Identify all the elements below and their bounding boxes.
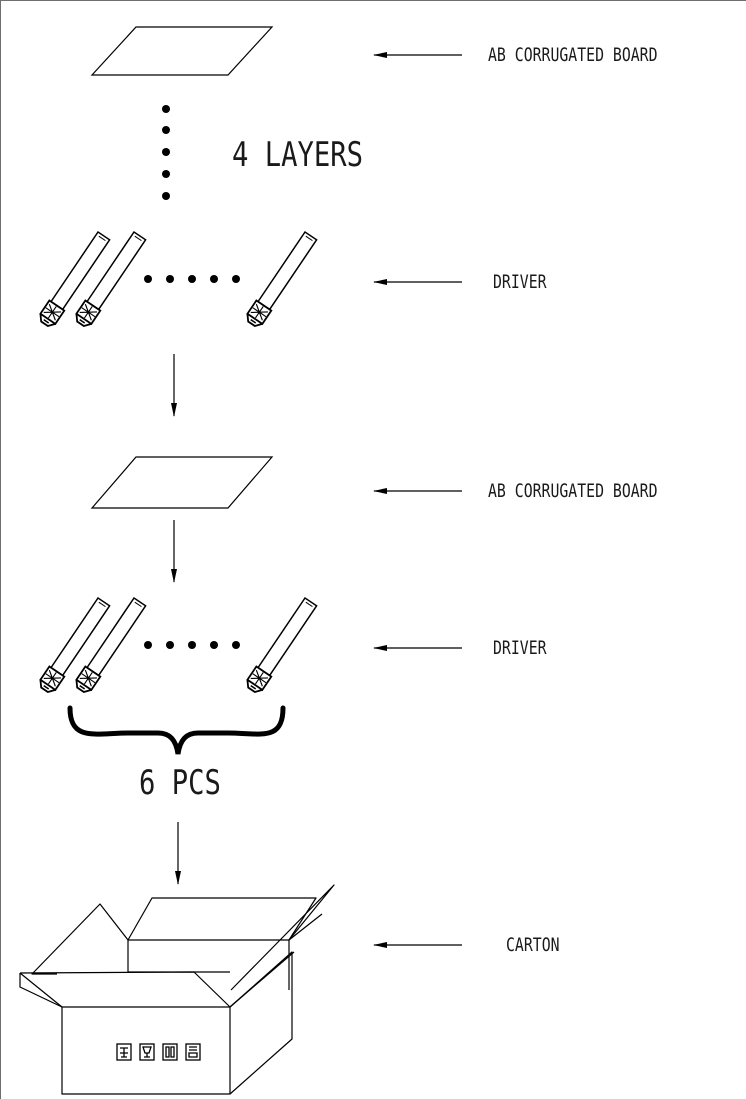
handling-symbol-icon bbox=[162, 1043, 178, 1061]
label-carton: CARTON bbox=[506, 934, 560, 956]
carton-box-icon bbox=[19, 884, 335, 1095]
handling-symbol-icon bbox=[185, 1043, 201, 1061]
driver-icon bbox=[36, 229, 113, 330]
handling-symbol-icon bbox=[116, 1043, 132, 1061]
label-layers: 4 LAYERS bbox=[232, 135, 364, 175]
label-driver-top: DRIVER bbox=[493, 271, 547, 293]
driver-icon bbox=[243, 229, 320, 330]
driver-icon bbox=[72, 595, 149, 696]
driver-row-top bbox=[36, 229, 320, 330]
corrugated-board-middle bbox=[90, 456, 274, 509]
driver-icon bbox=[36, 595, 113, 696]
pointer-arrows bbox=[373, 52, 462, 948]
label-pcs: 6 PCS bbox=[139, 763, 221, 803]
layer-dots bbox=[162, 105, 170, 200]
corrugated-board-top bbox=[90, 26, 274, 76]
driver-row-bottom bbox=[36, 595, 320, 696]
grouping-brace bbox=[67, 705, 286, 755]
handling-symbols bbox=[116, 1043, 201, 1061]
driver-row-dots bbox=[144, 275, 240, 283]
driver-icon bbox=[243, 595, 320, 696]
driver-icon bbox=[72, 229, 149, 330]
handling-symbol-icon bbox=[139, 1043, 155, 1061]
driver-row-dots bbox=[144, 641, 240, 649]
label-corrugated-board-middle: AB CORRUGATED BOARD bbox=[488, 480, 658, 502]
label-corrugated-board-top: AB CORRUGATED BOARD bbox=[488, 44, 658, 66]
label-driver-bottom: DRIVER bbox=[493, 637, 547, 659]
